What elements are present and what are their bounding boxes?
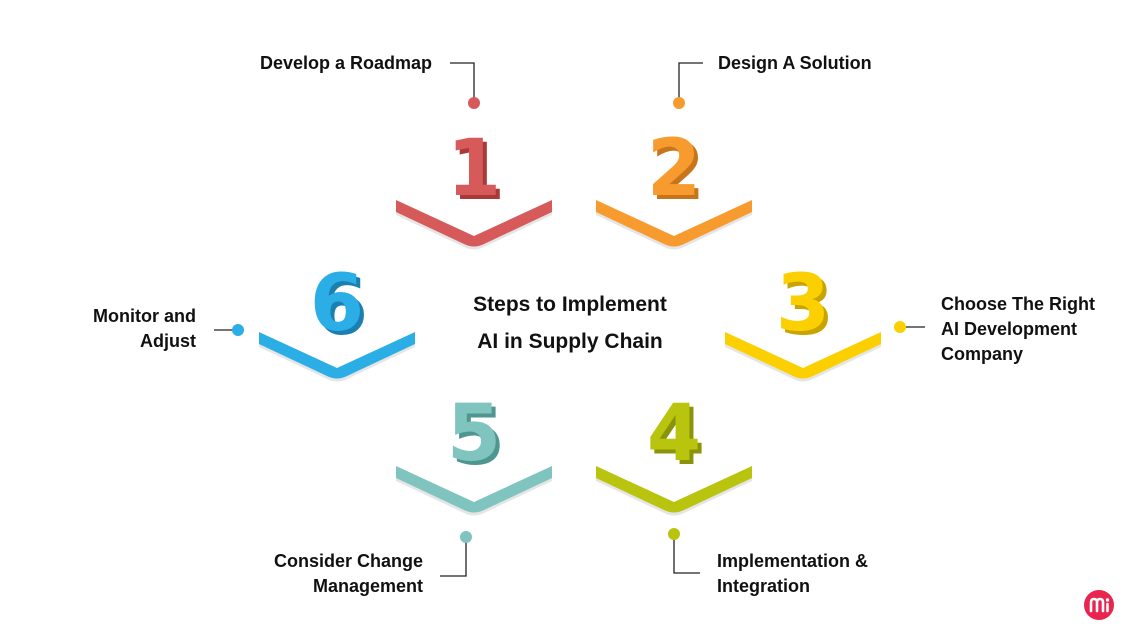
step-2-dot — [673, 97, 685, 109]
step-2-number-shadow: 2 — [651, 128, 705, 218]
title-line-2: AI in Supply Chain — [477, 330, 663, 353]
step-4-number-shadow: 4 — [651, 393, 705, 483]
step-5-chevron — [396, 466, 552, 516]
step-5-number-shadow: 5 — [451, 393, 505, 483]
step-6-label: Monitor and Adjust — [93, 306, 196, 351]
step-5-number: 5 — [447, 389, 501, 479]
step-4-number: 4 — [647, 389, 701, 479]
mi-logo-icon — [1084, 590, 1114, 620]
title-line-1: Steps to Implement — [473, 293, 667, 316]
step-1-chevron — [396, 200, 552, 250]
step-2-connector — [678, 62, 703, 103]
step-6-dot — [232, 324, 244, 336]
step-4-connector — [673, 534, 700, 574]
step-1-number-shadow: 1 — [451, 128, 505, 218]
step-5-connector — [440, 537, 467, 577]
step-3-chevron — [725, 332, 881, 382]
step-6-number-shadow: 6 — [314, 263, 368, 353]
step-6-number: 6 — [310, 259, 364, 349]
step-1-label: Develop a Roadmap — [259, 53, 432, 73]
step-3-number-shadow: 3 — [780, 263, 834, 353]
step-3-dot — [894, 321, 906, 333]
step-1-dot — [468, 97, 480, 109]
step-6-chevron — [259, 332, 415, 382]
diagram-title: Steps to Implement AI in Supply Chain — [420, 286, 720, 360]
step-2-number: 2 — [647, 124, 701, 214]
step-2-label: Design A Solution — [718, 53, 872, 73]
step-1-number: 1 — [447, 124, 501, 214]
step-4-chevron — [596, 466, 752, 516]
step-3-number: 3 — [776, 259, 830, 349]
step-3-label: Choose The Right AI Development Company — [941, 294, 1095, 364]
connector-lines — [214, 62, 925, 577]
step-2-chevron — [596, 200, 752, 250]
step-4-dot — [668, 528, 680, 540]
step-4-label: Implementation & Integration — [717, 551, 869, 596]
step-5-label: Consider Change Management — [273, 551, 423, 596]
step-5-dot — [460, 531, 472, 543]
step-1-connector — [450, 62, 475, 103]
